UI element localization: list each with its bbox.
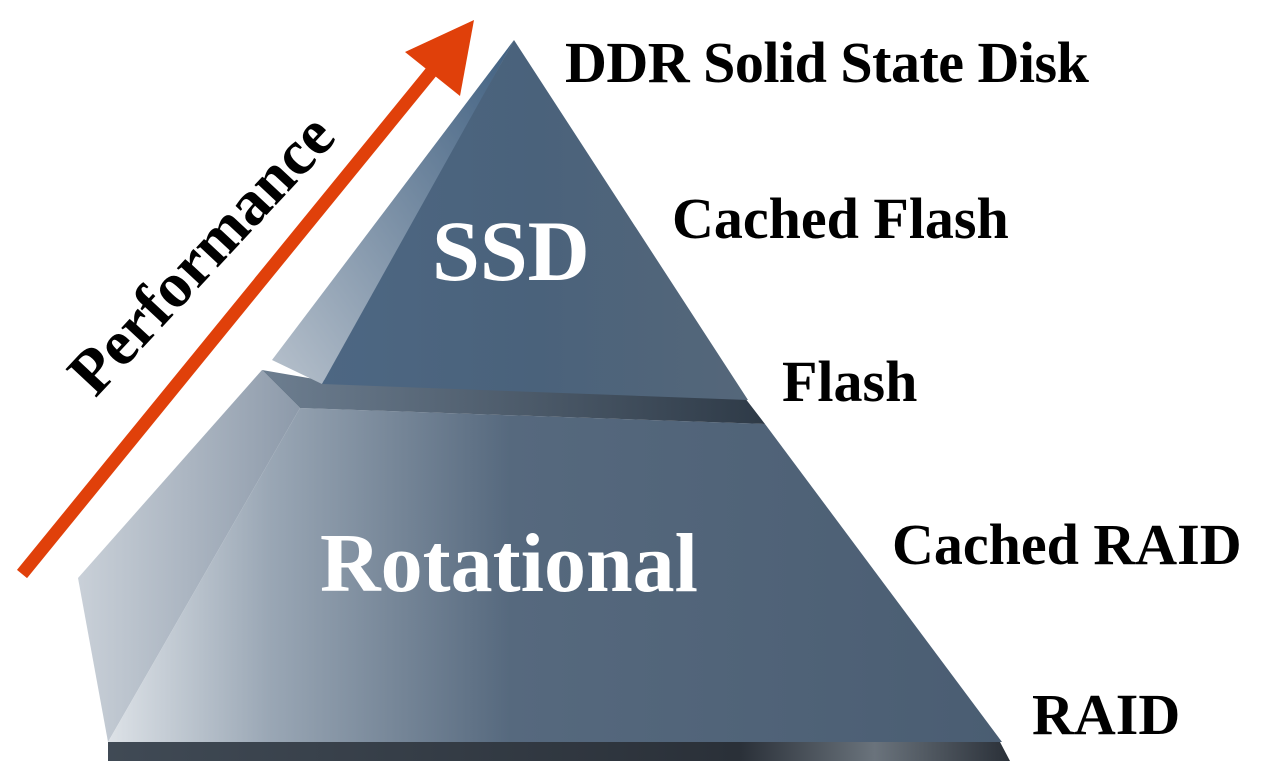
rotational-front-face xyxy=(108,408,1002,742)
tier-label-raid: RAID xyxy=(1032,682,1181,747)
tier-label-cached-raid: Cached RAID xyxy=(892,512,1242,577)
ssd-front-face xyxy=(322,40,748,400)
pyramid-base-edge xyxy=(108,742,1010,761)
tier-label-cached-flash: Cached Flash xyxy=(672,186,1009,251)
ssd-side-face xyxy=(272,40,514,384)
performance-arrow xyxy=(16,20,474,579)
ssd-tier-label: SSD xyxy=(432,203,590,299)
rotational-tier-label: Rotational xyxy=(320,517,698,610)
tier-label-flash: Flash xyxy=(782,349,918,414)
rotational-side-face xyxy=(78,370,300,742)
tier-label-ddr-solid-state-disk: DDR Solid State Disk xyxy=(565,30,1089,95)
